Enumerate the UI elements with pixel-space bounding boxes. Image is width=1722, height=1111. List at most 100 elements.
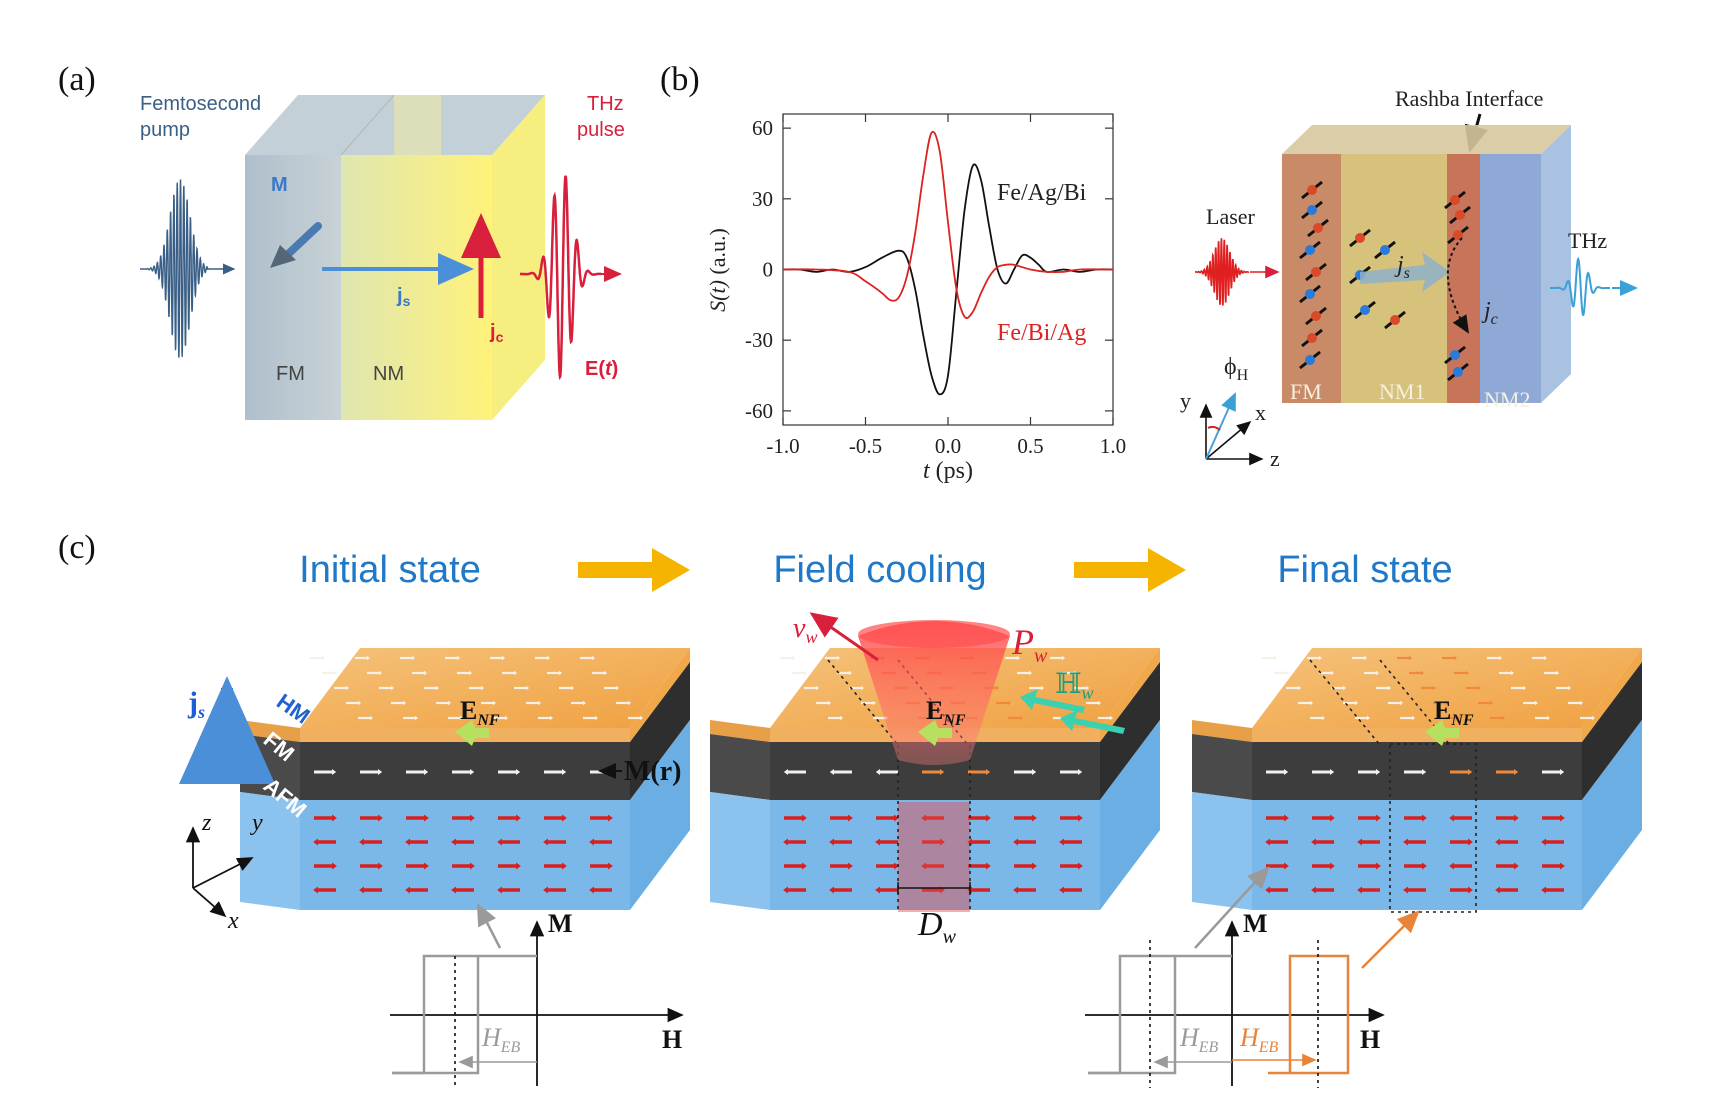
spin-arrowhead [783, 838, 788, 846]
spin-arrowhead [1274, 655, 1278, 661]
spin-arrowhead [1422, 769, 1427, 775]
spin-arrowhead [481, 685, 485, 691]
y-tick-label: 0 [763, 258, 774, 282]
multilayer-field-cooling [710, 620, 1160, 912]
spin-arrowhead [829, 838, 834, 846]
spin-arrowhead [1514, 769, 1519, 775]
spin-arrowhead [589, 838, 594, 846]
enf-arrow [918, 720, 952, 746]
thz-label-b: THz [1568, 228, 1607, 253]
loop2-m-label: M [1243, 909, 1268, 938]
spin-arrowhead [996, 685, 1000, 691]
stage-arrow-1 [578, 548, 690, 592]
thz-pulse-b [1550, 256, 1610, 316]
spin-arrowhead [1330, 769, 1335, 775]
hysteresis-loop-initial [390, 902, 684, 1088]
jc-label-b: jc [1481, 298, 1498, 328]
spin-arrowhead [1523, 685, 1527, 691]
afm-side-face [1100, 720, 1160, 910]
spin-arrowhead [1457, 715, 1461, 721]
spin-arrowhead [405, 886, 410, 894]
spin-arrowhead [1311, 886, 1316, 894]
spin-arrowhead [875, 886, 880, 894]
hm-side-face [1582, 648, 1642, 742]
spin-arrowhead [1388, 685, 1392, 691]
spin-arrowhead [1331, 670, 1335, 676]
thz-label-1: THz [587, 93, 624, 115]
spin-arrowhead [604, 670, 608, 676]
spin-arrowhead [1514, 862, 1519, 870]
spin-arrowhead [986, 769, 991, 775]
spin-arrowhead [457, 655, 461, 661]
spin-arrowhead [448, 700, 452, 706]
spin-arrowhead [543, 886, 548, 894]
h-w-arrows [1020, 689, 1125, 734]
fm-label-b: FM [1290, 379, 1322, 404]
spin-arrowhead [470, 769, 475, 775]
spin-arrowhead [608, 814, 613, 822]
spin-arrowhead [451, 886, 456, 894]
spin-arrowhead [1343, 685, 1347, 691]
spin-arrowhead [1020, 715, 1024, 721]
spin-arrowhead [1032, 862, 1037, 870]
spin-arrowhead [608, 862, 613, 870]
spin-arrowhead [562, 814, 567, 822]
axis-z-b: z [1270, 446, 1280, 471]
spin-arrowhead [986, 814, 991, 822]
spin-arrowhead [469, 670, 473, 676]
vw-label: vw [793, 613, 817, 647]
spin-arrowhead [1449, 814, 1454, 822]
spin-arrowhead [502, 655, 506, 661]
spin-arrowhead [370, 715, 374, 721]
afm-side-face [1582, 720, 1642, 910]
spin-arrowhead [828, 700, 832, 706]
spin-arrowhead [516, 769, 521, 775]
thz-label-2: pulse [577, 119, 625, 141]
heated-region [898, 802, 970, 912]
fm-front-face [1192, 734, 1252, 800]
hm-front-face [1192, 720, 1252, 742]
spin-arrowhead [1284, 814, 1289, 822]
spin-arrowhead [1265, 838, 1270, 846]
spin-arrowhead [391, 685, 395, 691]
spin-arrowhead [1284, 769, 1289, 775]
spin-arrowhead [1592, 715, 1596, 721]
js-flow-arrow [1360, 252, 1450, 292]
spin-arrowhead [840, 715, 844, 721]
e-label: E(t) [585, 358, 618, 380]
axes-c [185, 826, 254, 918]
spin-arrowhead [1409, 655, 1413, 661]
spin-arrowhead [1098, 700, 1102, 706]
spin-arrowhead [1560, 862, 1565, 870]
hm-top-face [1252, 648, 1642, 728]
laser-cone-top [858, 620, 1010, 648]
spin-arrowhead [424, 769, 429, 775]
spin-arrowhead [460, 715, 464, 721]
nm1-label: NM1 [1379, 379, 1425, 404]
js-label-c: js [187, 686, 205, 722]
axes-b [1199, 392, 1264, 466]
spin-arrowhead [1355, 700, 1359, 706]
spin-arrowhead [451, 838, 456, 846]
axis-y-c: y [250, 810, 263, 836]
spin-arrowhead [378, 814, 383, 822]
chart-ylabel: S(t) (a.u.) [705, 228, 730, 312]
spin-arrowhead [816, 685, 820, 691]
spin-arrowhead [562, 862, 567, 870]
spin-arrowhead [1433, 685, 1437, 691]
m-label: M [271, 174, 288, 196]
spin-arrowhead [1357, 886, 1362, 894]
electron-dot [1313, 223, 1323, 233]
nm2-label: NM2 [1484, 387, 1530, 412]
electron-dot [1305, 245, 1315, 255]
spin-arrowhead [837, 655, 841, 661]
spin-arrowhead [1560, 769, 1565, 775]
spin-arrowhead [1357, 838, 1362, 846]
spin-arrowhead [346, 685, 350, 691]
spin-arrowhead [358, 700, 362, 706]
chart-lines [782, 130, 1114, 396]
spin-arrowhead [436, 685, 440, 691]
spin-arrowhead [1110, 715, 1114, 721]
spin-arrowhead [1468, 886, 1473, 894]
